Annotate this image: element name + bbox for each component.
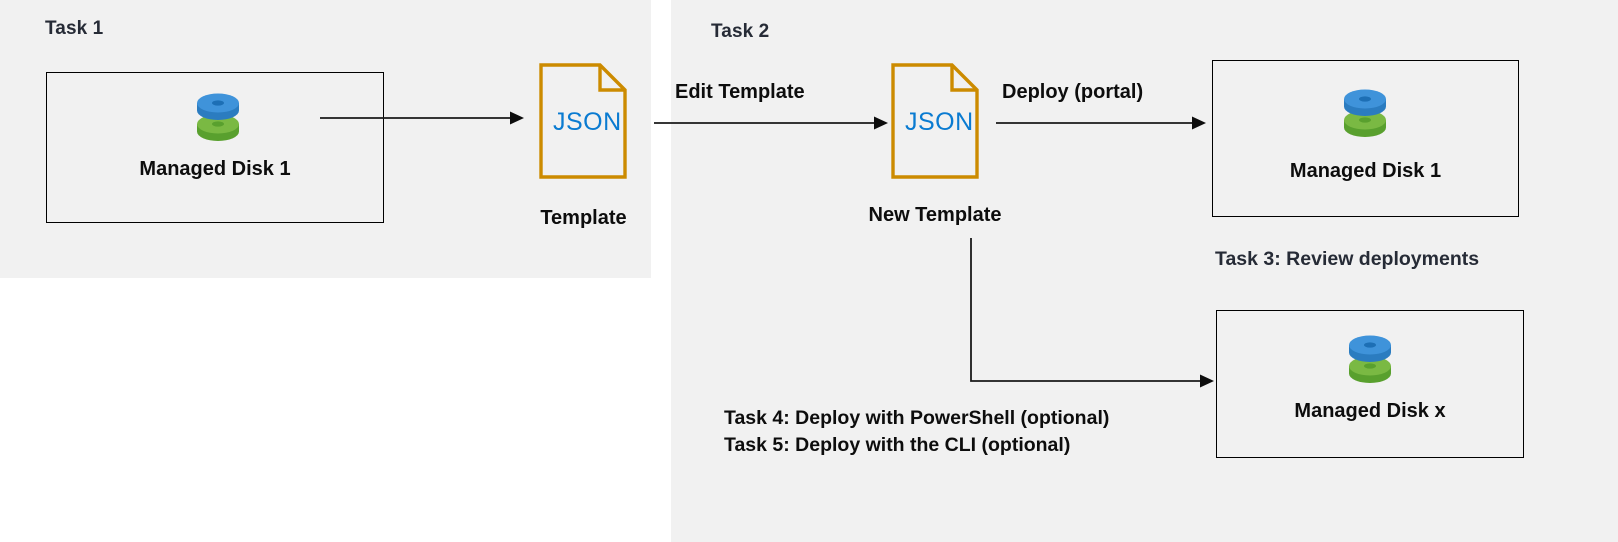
task-4-label: Task 4: Deploy with PowerShell (optional… (724, 407, 1110, 429)
template-caption: Template (540, 207, 627, 229)
managed-disk-1-deployed-box (1212, 60, 1519, 217)
disk-to-template-arrow (320, 111, 524, 125)
task-1-label: Task 1 (45, 18, 104, 39)
edit-template-arrow-label: Edit Template (675, 81, 805, 103)
managed-disk-1-source-box (46, 72, 384, 223)
deploy-portal-arrow (996, 116, 1206, 130)
managed-disk-icon (189, 90, 247, 146)
task-2-label: Task 2 (711, 21, 770, 42)
new-template-caption: New Template (868, 204, 1002, 226)
template-json-icon (538, 62, 628, 185)
new-template-to-managed-disk-x-arrow (970, 238, 1214, 388)
managed-disk-1-source-caption: Managed Disk 1 (139, 158, 291, 180)
managed-disk-icon (1336, 86, 1394, 142)
new-template-json-icon (890, 62, 980, 185)
managed-disk-x-caption: Managed Disk x (1294, 400, 1446, 422)
task-2-panel-background (671, 0, 1618, 542)
deploy-portal-arrow-label: Deploy (portal) (1002, 81, 1144, 103)
task-3-label: Task 3: Review deployments (1215, 248, 1480, 270)
managed-disk-x-box (1216, 310, 1524, 458)
new-template-json-label: JSON (905, 108, 974, 136)
template-json-label: JSON (553, 108, 622, 136)
task-5-label: Task 5: Deploy with the CLI (optional) (724, 434, 1071, 456)
managed-disk-icon (1341, 332, 1399, 388)
managed-disk-1-deployed-caption: Managed Disk 1 (1289, 160, 1442, 182)
edit-template-arrow (654, 116, 888, 130)
